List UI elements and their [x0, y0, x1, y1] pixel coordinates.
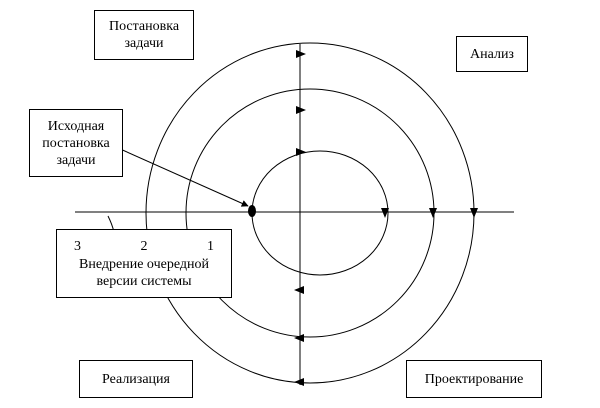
arrow-top-middle: [296, 106, 306, 114]
initial-statement-line-3: задачи: [56, 152, 96, 168]
loop-number-2: 2: [140, 238, 148, 254]
loop-number-1: 1: [207, 238, 214, 254]
design-box: Проектирование: [406, 360, 542, 398]
initial-statement-box: Исходная постановка задачи: [29, 109, 123, 177]
loop-number-3: 3: [74, 238, 81, 254]
release-line-1: Внедрение очередной: [79, 256, 209, 272]
implementation-label: Реализация: [102, 371, 170, 387]
release-box: 3 2 1 Внедрение очередной версии системы: [56, 229, 232, 298]
problem-statement-line-2: задачи: [124, 36, 164, 51]
start-pointer-line: [117, 147, 249, 207]
arrow-bottom-middle: [294, 334, 304, 342]
implementation-box: Реализация: [79, 360, 193, 398]
release-line-2: версии системы: [96, 273, 192, 289]
arrow-right-outer: [470, 208, 478, 218]
arrow-top-inner: [296, 148, 306, 156]
problem-statement-line-1: Постановка: [108, 19, 180, 34]
release-loop-numbers: 3 2 1: [74, 238, 214, 255]
arrow-right-inner: [381, 208, 389, 218]
arrow-bottom-inner: [294, 286, 304, 294]
arrow-top-outer: [296, 50, 306, 58]
design-label: Проектирование: [424, 371, 524, 387]
arrow-bottom-outer: [294, 378, 304, 386]
start-point-marker: [248, 205, 256, 217]
analysis-box: Анализ: [456, 36, 528, 72]
analysis-label: Анализ: [470, 46, 514, 62]
initial-statement-line-2: постановка: [42, 135, 110, 151]
spiral-loop-inner: [251, 150, 389, 276]
arrow-right-middle: [429, 208, 437, 218]
initial-statement-line-1: Исходная: [47, 118, 105, 134]
spiral-loop-outer: [145, 42, 475, 384]
spiral-loop-middle: [185, 88, 435, 338]
problem-statement-box: Постановка задачи: [94, 10, 194, 60]
